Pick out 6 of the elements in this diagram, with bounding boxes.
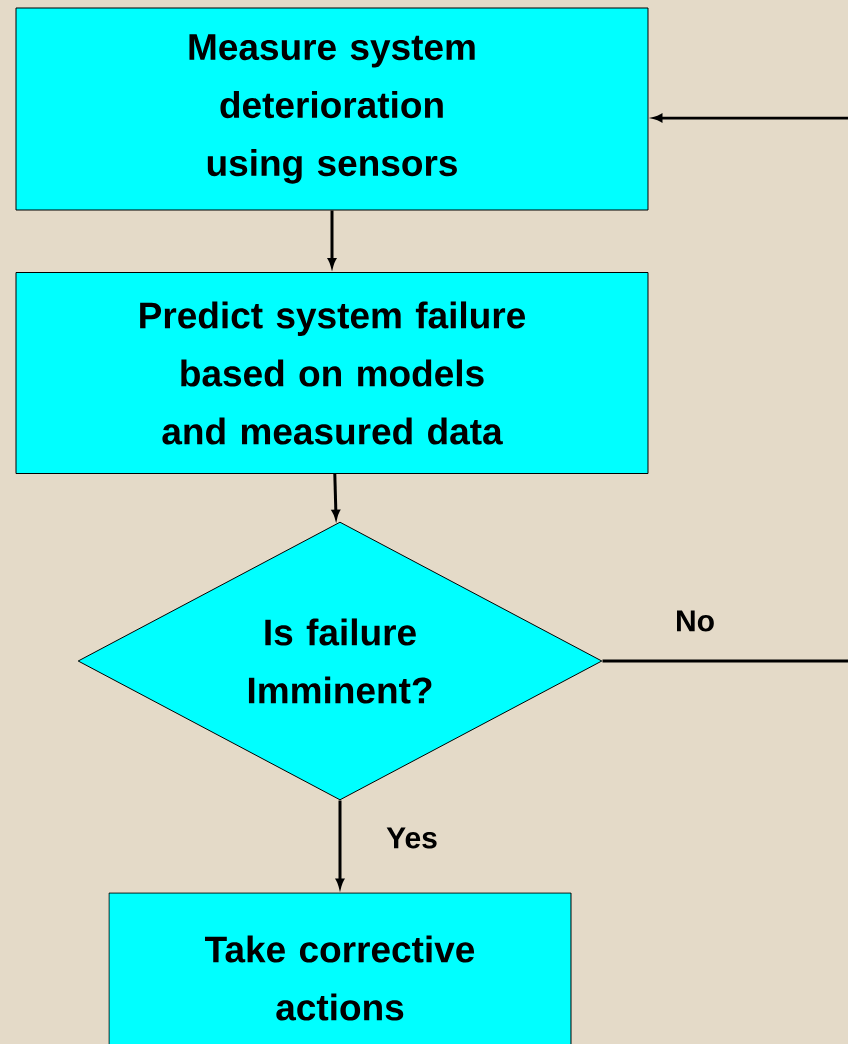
process-box: Take corrective actions	[108, 892, 572, 1044]
process-box: Predict system failure based on models and measured data	[15, 272, 649, 474]
edge-label: Yes	[386, 827, 437, 849]
edge-label: No	[677, 610, 714, 632]
process-box: Measure system deterioration using sensors	[15, 7, 649, 211]
arrow	[602, 114, 848, 663]
